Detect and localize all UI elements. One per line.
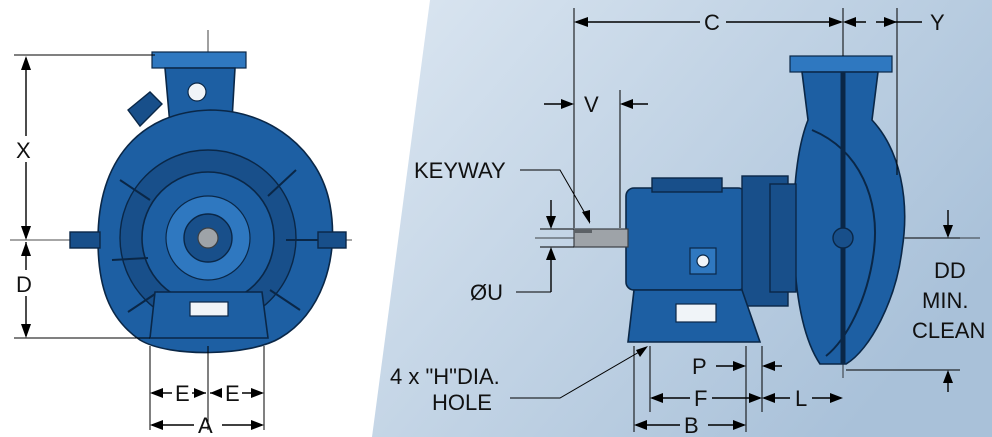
label-f: F (694, 386, 707, 411)
side-suction-nozzle (832, 227, 854, 249)
keyway-leader (520, 169, 591, 223)
c-arrow-left (574, 17, 588, 27)
label-hole-line2: HOLE (432, 390, 492, 415)
side-bearing-frame (625, 187, 747, 291)
side-casing-cover (769, 183, 797, 293)
f-arrow-right (749, 393, 762, 403)
l-arrow-right (830, 393, 843, 403)
label-u: ØU (470, 280, 503, 305)
label-keyway: KEYWAY (414, 158, 506, 183)
x-arrow-bottom (21, 226, 31, 240)
dd-arrow-bottom (943, 370, 953, 383)
a-arrow-right (251, 420, 264, 430)
front-foot-slot (189, 301, 229, 317)
a-arrow-left (150, 420, 163, 430)
l-arrow-left (762, 393, 775, 403)
label-a: A (198, 413, 213, 437)
u-arrow-top (546, 216, 556, 229)
label-hole-line1: 4 x "H"DIA. (390, 364, 500, 389)
f-arrow-left (650, 393, 663, 403)
front-left-boss (69, 231, 101, 249)
x-arrow-top (21, 56, 31, 70)
side-volute-rib (811, 129, 876, 357)
e-arrow-center-right (210, 388, 222, 398)
front-discharge-flange (151, 51, 247, 69)
label-v: V (584, 92, 599, 117)
e-arrow-right (251, 388, 264, 398)
c-arrow-right (829, 17, 843, 27)
front-vent-boss (127, 91, 163, 128)
b-arrow-left (634, 420, 647, 430)
front-shaft-end (197, 227, 219, 249)
d-arrow-bottom (21, 324, 31, 338)
side-view: C Y V KEYWAY ØU DD MIN. (390, 8, 985, 437)
b-arrow-right (733, 420, 746, 430)
y-arrow-left (843, 17, 856, 27)
v-arrow-right (620, 99, 633, 109)
label-y: Y (930, 10, 945, 35)
label-x: X (16, 138, 31, 163)
y-arrow-right (884, 17, 897, 27)
front-casing-ribs (111, 169, 320, 313)
label-p: P (692, 354, 707, 379)
side-foot-window (675, 303, 717, 323)
side-frame-drain (696, 254, 710, 268)
p-arrow-right (762, 361, 775, 371)
label-dd-line1: DD (934, 258, 966, 283)
p-arrow-left (733, 361, 746, 371)
front-right-boss (317, 231, 347, 249)
u-arrow-bottom (546, 247, 556, 260)
v-arrow-left (561, 99, 574, 109)
label-dd-line3: CLEAN (912, 318, 985, 343)
e-arrow-left (150, 388, 163, 398)
front-flange-bolt (187, 82, 207, 102)
side-discharge-flange (789, 55, 893, 73)
label-c: C (704, 10, 720, 35)
label-e-left: E (175, 381, 190, 406)
label-l: L (795, 386, 807, 411)
e-arrow-center-left (194, 388, 206, 398)
dd-arrow-top (943, 225, 953, 238)
hole-leader (510, 347, 647, 399)
label-d: D (16, 272, 32, 297)
d-arrow-top (21, 242, 31, 256)
hole-arrow (636, 346, 648, 357)
keyway-arrow (582, 210, 590, 224)
label-dd-line2: MIN. (922, 288, 968, 313)
label-b: B (684, 413, 699, 437)
side-shaft (573, 228, 629, 248)
side-shaft-keyway (574, 229, 592, 233)
label-e-right: E (225, 381, 240, 406)
side-frame-top-rib (651, 177, 723, 193)
front-view: X D E E A (10, 30, 352, 437)
